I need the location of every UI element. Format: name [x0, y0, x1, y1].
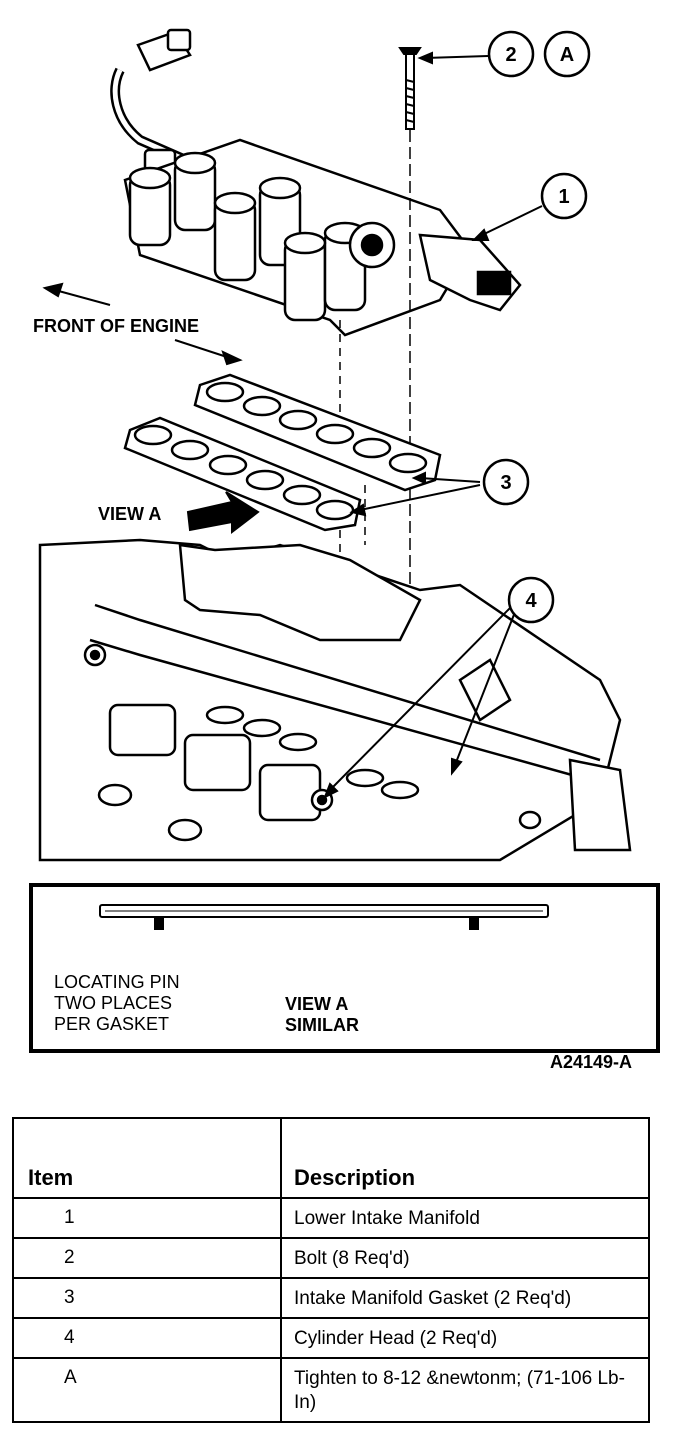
item-cell: 2: [12, 1237, 282, 1279]
front-of-engine-arrows: [42, 282, 243, 366]
description-cell: Bolt (8 Req'd): [280, 1237, 650, 1279]
exploded-view-diagram: 1 2 A 3 4 4 FRONT OF ENGINE VIEW A LOCAT…: [29, 28, 660, 1072]
gasket-side-view: [99, 904, 549, 930]
table-row: 1 Lower Intake Manifold: [12, 1197, 650, 1239]
view-a-label: VIEW A: [98, 504, 161, 524]
lower-intake-manifold-illustration: [123, 138, 522, 420]
locating-pin-label-line1: LOCATING PIN: [54, 972, 180, 992]
callout-1: 1: [558, 186, 569, 208]
item-cell: 4: [12, 1317, 282, 1359]
callout-leader-lines: [323, 51, 543, 971]
callout-4: 4: [525, 590, 537, 612]
cylinder-head-illustration: [38, 538, 632, 862]
description-cell: Intake Manifold Gasket (2 Req'd): [280, 1277, 650, 1319]
front-of-engine-label: FRONT OF ENGINE: [33, 316, 199, 336]
callout-3: 3: [500, 472, 511, 494]
item-cell: A: [12, 1357, 282, 1423]
description-column-header: Description: [280, 1117, 650, 1199]
locating-pin-label-line2: TWO PLACES: [54, 993, 172, 1013]
callout-a: A: [560, 44, 574, 66]
view-a-inset: LOCATING PIN TWO PLACES PER GASKET VIEW …: [29, 883, 660, 1053]
description-cell: Cylinder Head (2 Req'd): [280, 1317, 650, 1359]
table-row: 4 Cylinder Head (2 Req'd): [12, 1317, 650, 1359]
item-cell: 1: [12, 1197, 282, 1239]
view-a-arrow: [186, 491, 260, 535]
table-row: A Tighten to 8-12 &newtonm; (71-106 Lb-I…: [12, 1357, 650, 1423]
description-cell: Tighten to 8-12 &newtonm; (71-106 Lb-In): [280, 1357, 650, 1423]
view-a-similar-line1: VIEW A: [285, 994, 348, 1014]
table-row: 3 Intake Manifold Gasket (2 Req'd): [12, 1277, 650, 1319]
callout-2: 2: [505, 44, 516, 66]
item-cell: 3: [12, 1277, 282, 1319]
item-column-header: Item: [12, 1117, 282, 1199]
description-cell: Lower Intake Manifold: [280, 1197, 650, 1239]
parts-table: Item Description 1 Lower Intake Manifold…: [12, 1117, 650, 1423]
view-a-similar-line2: SIMILAR: [285, 1015, 359, 1035]
figure-id: A24149-A: [550, 1052, 632, 1072]
intake-manifold-gaskets-illustration: [123, 373, 442, 580]
locating-pin-label-line3: PER GASKET: [54, 1014, 169, 1034]
table-row: 2 Bolt (8 Req'd): [12, 1237, 650, 1279]
table-header-row: Item Description: [12, 1117, 650, 1199]
